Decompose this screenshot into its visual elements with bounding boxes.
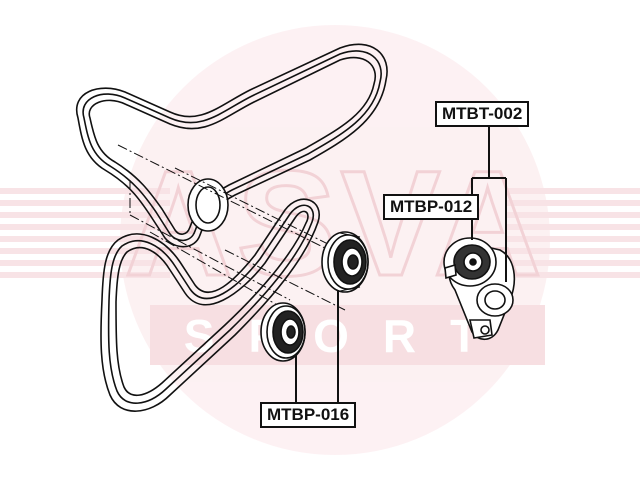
alignment-lines	[117, 144, 346, 319]
watermark-stripes-left	[0, 188, 170, 278]
idler-pulley-upper	[321, 231, 369, 293]
belt-tensioner	[443, 237, 516, 341]
callout-leaders	[295, 125, 507, 402]
lower-belt	[100, 198, 320, 412]
callout-mtbp-012: MTBP-012	[383, 194, 480, 220]
callout-mtbt-002: MTBT-002	[435, 101, 530, 127]
idler-pulley-lower	[260, 302, 306, 362]
watermark-stripes-right	[505, 188, 640, 278]
upper-belt	[75, 43, 388, 248]
guide-pulley	[187, 178, 229, 232]
callout-mtbp-016: MTBP-016	[260, 402, 357, 428]
